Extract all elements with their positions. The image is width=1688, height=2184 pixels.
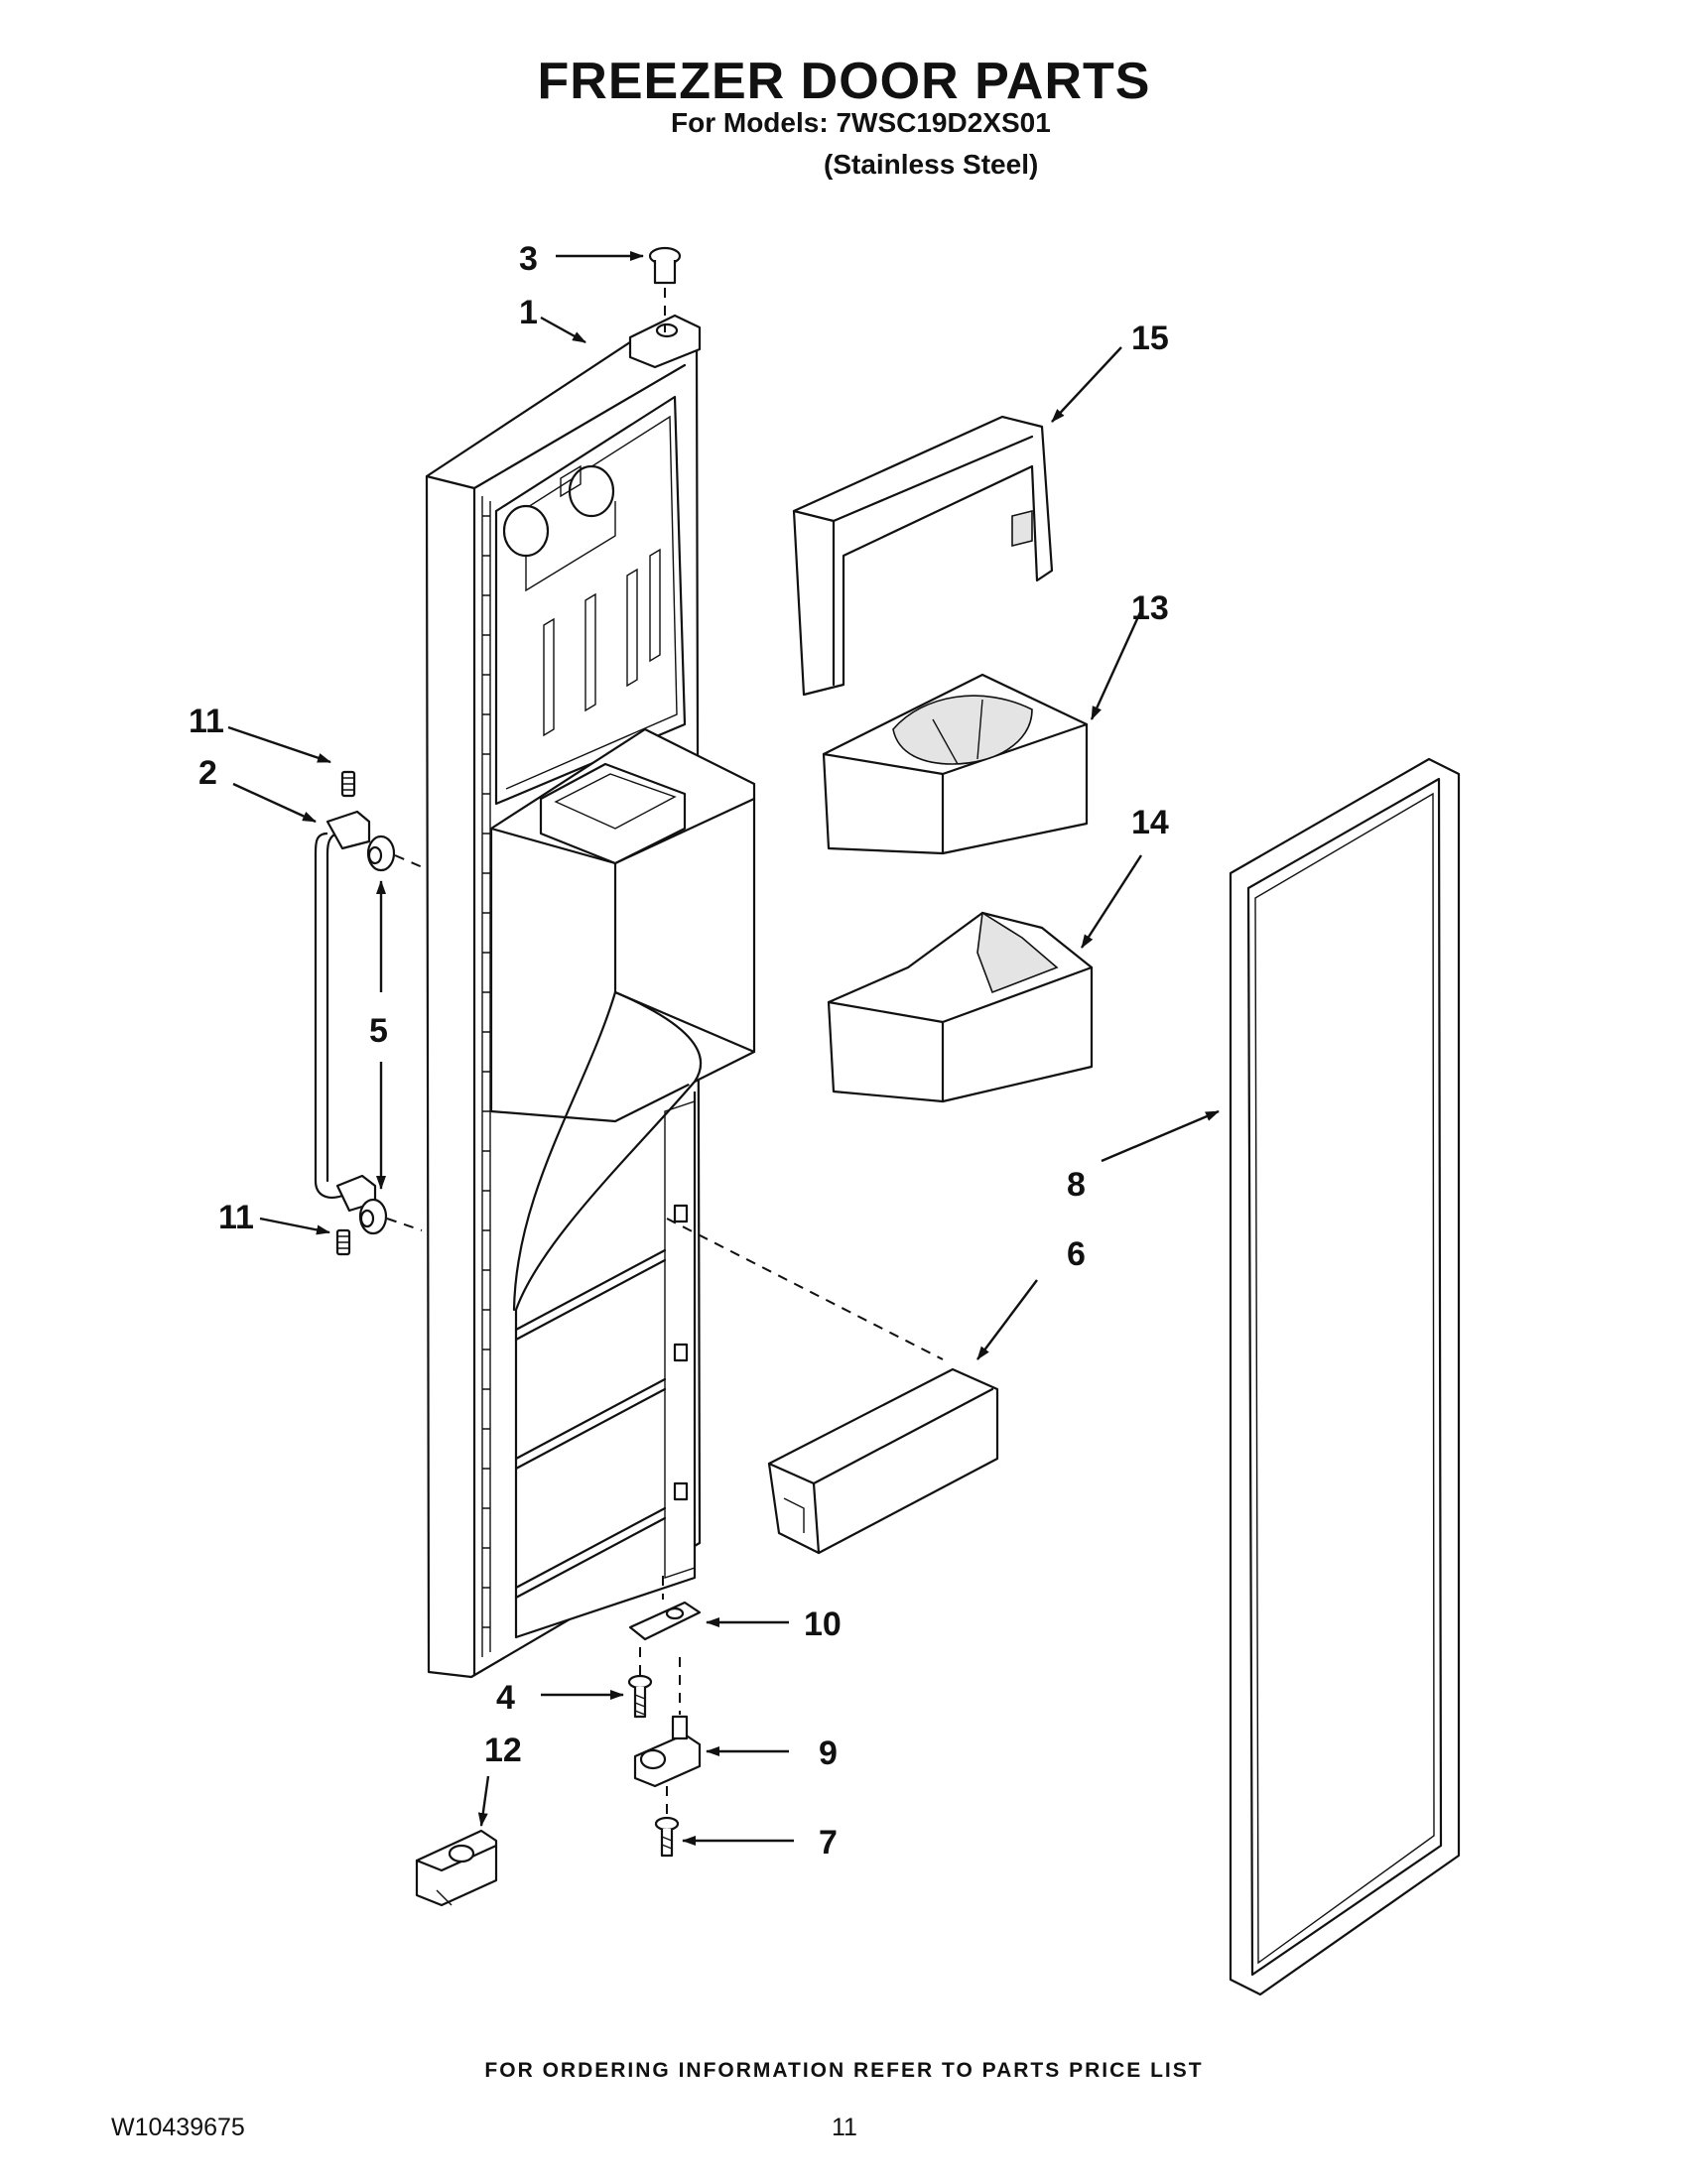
callout-15: 15 (1131, 320, 1169, 357)
callout-9: 9 (819, 1734, 838, 1772)
part-14-water-trim (827, 911, 1094, 1103)
callout-13: 13 (1131, 589, 1169, 627)
callout-6: 6 (1067, 1235, 1086, 1273)
callout-8: 8 (1067, 1166, 1086, 1204)
page-number: 11 (832, 2114, 857, 2141)
part-15-dispenser-trim (792, 415, 1054, 697)
callout-3: 3 (519, 240, 538, 278)
door-liner-assembly (425, 314, 756, 1679)
callout-12: 12 (484, 1732, 522, 1769)
part-8-door-gasket (1229, 757, 1461, 1996)
part-12-hinge-cover (415, 1829, 498, 1907)
part-10-hinge-shim (628, 1576, 702, 1641)
bin-mount-line (666, 1218, 944, 1360)
part-3-hinge-bushing (648, 246, 682, 332)
callout-10: 10 (804, 1606, 842, 1643)
callout-11-upper: 11 (189, 703, 224, 740)
part-13-ice-chute (822, 673, 1089, 855)
part-9-lower-hinge (633, 1657, 702, 1816)
callout-1: 1 (519, 294, 538, 331)
callout-14: 14 (1131, 804, 1169, 841)
callout-11-lower: 11 (218, 1199, 254, 1236)
document-number: W10439675 (111, 2114, 245, 2141)
leader-arrows (227, 251, 1220, 1846)
part-7-screw (654, 1816, 680, 1858)
part-5-spacers (358, 835, 426, 1235)
callout-4: 4 (496, 1679, 515, 1717)
callout-7: 7 (819, 1824, 838, 1862)
part-4-screw (627, 1647, 653, 1719)
ordering-note: FOR ORDERING INFORMATION REFER TO PARTS … (484, 2059, 1204, 2082)
callout-5: 5 (369, 1012, 388, 1050)
model-variant: (Stainless Steel) (824, 149, 1039, 180)
part-2-handle (314, 810, 377, 1213)
page-title: FREEZER DOOR PARTS (537, 53, 1151, 110)
models-line: For Models: 7WSC19D2XS01 (671, 107, 1051, 138)
part-11-set-screws (335, 770, 356, 1256)
callout-2: 2 (198, 754, 217, 792)
part-6-door-bin (767, 1367, 999, 1555)
